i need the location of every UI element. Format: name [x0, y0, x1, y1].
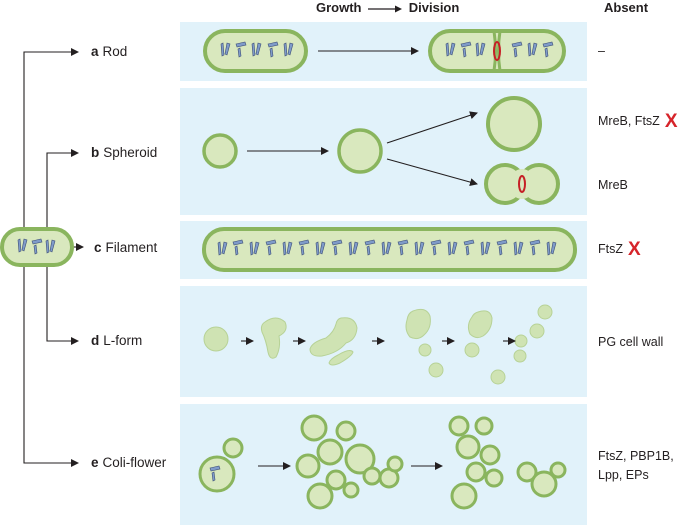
dividing-rod-cell-icon [430, 31, 564, 71]
spheroid-arrow-down [387, 159, 477, 184]
coli-flower-cell-icon [450, 417, 502, 508]
letter-d: d [91, 333, 99, 348]
name-rod: Rod [103, 44, 128, 59]
letter-a: a [91, 44, 99, 59]
coli-flower-cell-icon [200, 439, 242, 491]
name-coli-flower: Coli-flower [103, 455, 167, 470]
label-coli-flower: e Coli-flower [91, 455, 166, 470]
rod-cell-icon [205, 31, 306, 71]
coli-flower-cell-icon [518, 463, 565, 496]
l-form-blob-icon [514, 350, 526, 362]
coli-flower-cell-icon [297, 416, 402, 508]
name-spheroid: Spheroid [103, 145, 157, 160]
dividing-spheroid-cell-icon [486, 165, 558, 203]
absent-e-line-2: Lpp, EPs [598, 466, 674, 485]
absent-b-bottom: MreB [598, 176, 628, 195]
l-form-blob-icon [465, 343, 479, 357]
l-form-blob-icon [530, 324, 544, 338]
ancestor-rod-cell-icon [2, 229, 72, 265]
label-spheroid: b Spheroid [91, 145, 157, 160]
label-l-form: d L-form [91, 333, 142, 348]
absent-e: FtsZ, PBP1B, Lpp, EPs [598, 447, 674, 485]
absent-b-top: MreB, FtsZ X [598, 112, 678, 131]
absent-c: FtsZ X [598, 240, 641, 259]
absent-b-top-text: MreB, FtsZ [598, 114, 660, 128]
filament-cell-icon [204, 229, 575, 270]
name-l-form: L-form [103, 333, 142, 348]
enlarged-spheroid-cell-icon [488, 98, 540, 150]
red-x-icon: X [628, 239, 641, 260]
l-form-blob-icon [419, 344, 431, 356]
letter-e: e [91, 455, 99, 470]
absent-c-text: FtsZ [598, 242, 623, 256]
l-form-blob-icon [261, 318, 286, 358]
name-filament: Filament [106, 240, 158, 255]
l-form-blob-icon [468, 311, 492, 338]
l-form-blob-icon [204, 327, 228, 351]
label-rod: a Rod [91, 44, 127, 59]
absent-d: PG cell wall [598, 333, 663, 352]
large-spheroid-cell-icon [339, 130, 381, 172]
l-form-sequence [204, 305, 552, 384]
absent-e-line-1: FtsZ, PBP1B, [598, 447, 674, 466]
l-form-blob-icon [429, 363, 443, 377]
absent-a: – [598, 42, 605, 61]
l-form-blob-icon [538, 305, 552, 319]
letter-c: c [94, 240, 102, 255]
label-filament: c Filament [94, 240, 157, 255]
l-form-blob-icon [491, 370, 505, 384]
letter-b: b [91, 145, 99, 160]
spheroid-arrow-up [387, 113, 477, 143]
small-spheroid-cell-icon [204, 135, 236, 167]
l-form-blob-icon [406, 309, 430, 338]
l-form-blob-icon [515, 335, 527, 347]
red-x-icon: X [665, 111, 678, 132]
